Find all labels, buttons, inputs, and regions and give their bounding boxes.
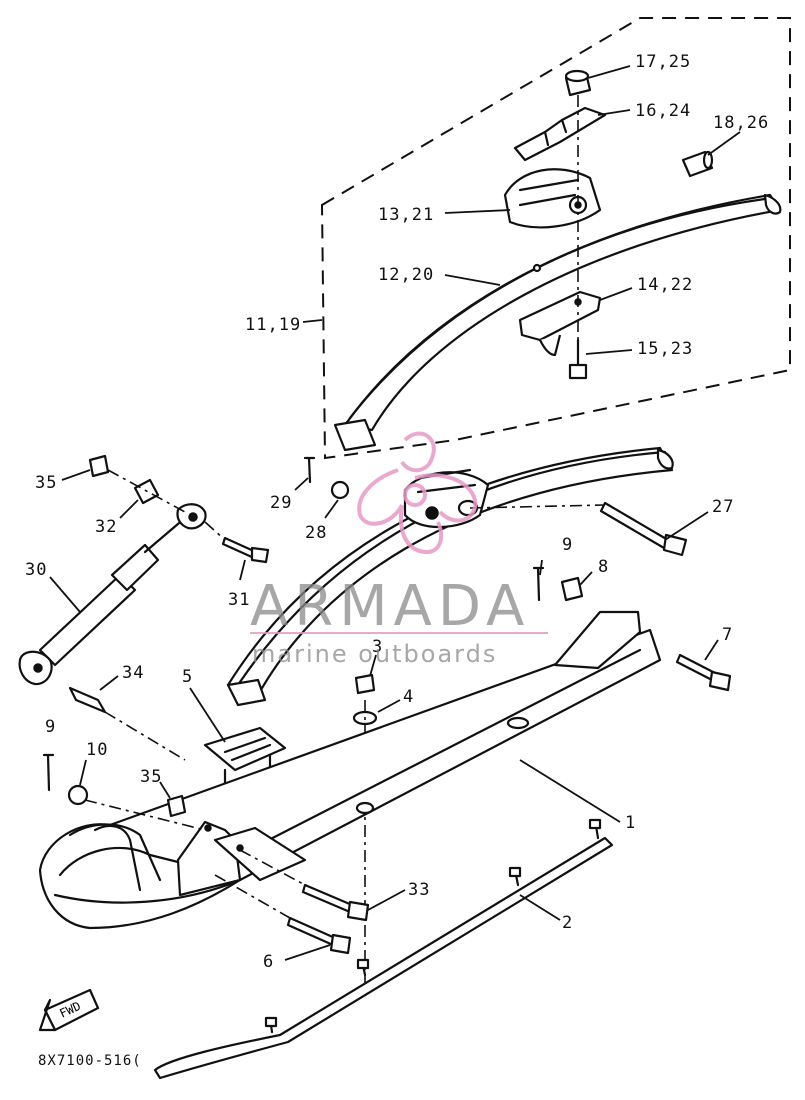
callout-1: 1 (625, 813, 636, 833)
drawing-code: 8X7100-516( (38, 1053, 142, 1069)
callout-34: 34 (122, 663, 144, 683)
long-bolt (469, 501, 688, 557)
center-nut (354, 673, 376, 695)
callout-labels: 17,25 16,24 18,26 13,21 12,20 14,22 11,1… (25, 52, 769, 972)
watermark: ARMADA marine outboards (250, 431, 548, 668)
callout-30: 30 (25, 560, 47, 580)
assembly-boundary (320, 17, 791, 460)
callout-17-25: 17,25 (635, 52, 691, 72)
watermark-logo-icon (357, 431, 478, 554)
spring-pin (681, 150, 714, 178)
leader-lines (49, 65, 741, 961)
ski (38, 610, 662, 930)
cotter-pin-right (532, 566, 545, 602)
watermark-brand: ARMADA (250, 574, 530, 639)
ski-bolt-6 (214, 874, 352, 955)
callout-35-lower: 35 (140, 767, 162, 787)
callout-32: 32 (95, 517, 117, 537)
watermark-tagline: marine outboards (252, 640, 497, 668)
lower-spring-plate (518, 290, 602, 357)
callout-35-top: 35 (35, 473, 57, 493)
callout-28: 28 (305, 523, 327, 543)
upper-leaf-spring (333, 193, 782, 452)
cotter-pin-upper (303, 456, 316, 484)
cotter-pin-left (42, 753, 55, 792)
callout-31: 31 (228, 590, 250, 610)
callout-15-23: 15,23 (637, 339, 693, 359)
callout-16-24: 16,24 (635, 101, 691, 121)
callout-14-22: 14,22 (637, 275, 693, 295)
collar (330, 480, 350, 500)
callout-4: 4 (403, 687, 414, 707)
nut-lower-left (166, 794, 187, 818)
ski-bolt-33 (239, 849, 370, 922)
forward-arrow-icon: FWD (38, 988, 100, 1032)
wear-bar (153, 818, 614, 1080)
callout-29: 29 (270, 493, 292, 513)
callout-10: 10 (86, 740, 108, 760)
callout-5: 5 (182, 667, 193, 687)
callout-3: 3 (372, 637, 383, 657)
callout-18-26: 18,26 (713, 113, 769, 133)
callout-7: 7 (722, 625, 733, 645)
plate-bolt (568, 338, 588, 380)
callout-6: 6 (263, 952, 274, 972)
clamp-nut (564, 69, 592, 97)
callout-8: 8 (598, 557, 609, 577)
lower-shock-pin (68, 686, 186, 761)
ski-bolt-right (675, 653, 732, 692)
callout-12-20: 12,20 (378, 265, 434, 285)
ski-collar (67, 784, 89, 806)
nut-upper-left (88, 454, 110, 478)
callout-13-21: 13,21 (378, 205, 434, 225)
callout-9-right: 9 (562, 535, 573, 555)
spring-clamp (513, 106, 607, 162)
callout-27: 27 (712, 497, 734, 517)
callout-11-19: 11,19 (245, 315, 301, 335)
callout-2: 2 (562, 913, 573, 933)
callout-33: 33 (408, 880, 430, 900)
shock-bolt (221, 536, 270, 564)
upper-spring-seat (503, 168, 602, 229)
callout-9-left: 9 (45, 717, 56, 737)
shock-absorber (18, 503, 207, 686)
nut-right (560, 576, 584, 602)
